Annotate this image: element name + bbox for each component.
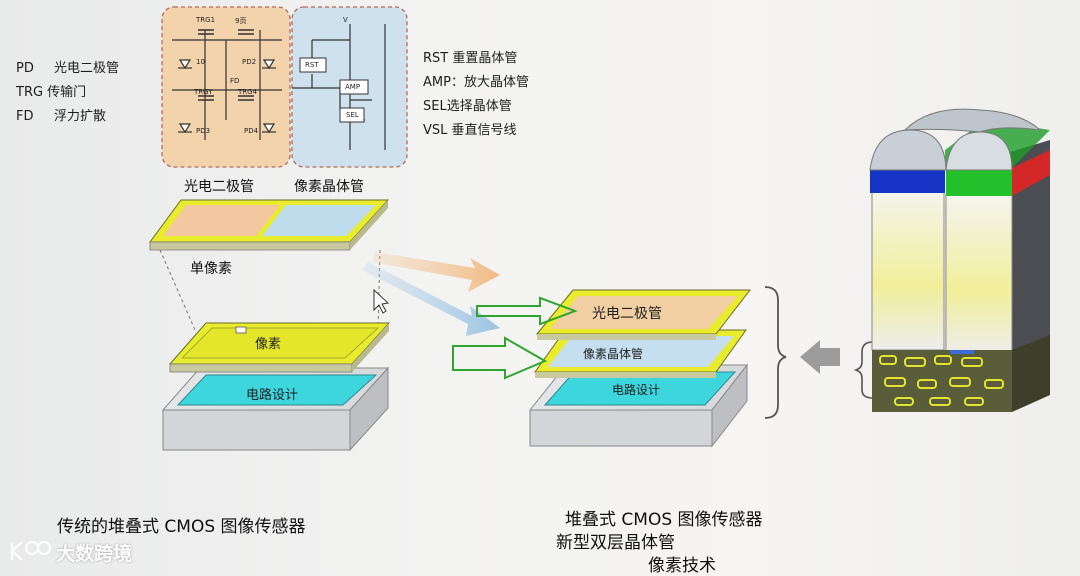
circuit-label-pd3: PD3 — [196, 127, 211, 135]
circuit-label-9: 9页 — [235, 17, 247, 25]
watermark-text: 大数跨境 — [56, 543, 133, 565]
gray-arrow — [800, 340, 840, 374]
circuit-label-trg1: TRG1 — [196, 16, 216, 24]
left-pixel-label: 像素 — [255, 337, 282, 352]
circuit-label-amp: AMP — [345, 83, 361, 91]
right-caption-line2: 新型双层晶体管 — [556, 533, 675, 553]
watermark-logo-icon — [11, 541, 51, 561]
photodiode-panel-caption: 光电二极管 — [184, 179, 254, 195]
green-arrow-lower — [452, 336, 548, 380]
legend-vsl: VSL 垂直信号线 — [423, 123, 517, 138]
right-pixel-transistor-label: 像素晶体管 — [583, 347, 644, 361]
single-pixel-plate — [149, 199, 390, 251]
circuit-label-pd2: PD2 — [242, 58, 257, 66]
circuit-label-sel: SEL — [346, 111, 359, 119]
mouse-cursor-icon — [373, 288, 390, 314]
legend-sel: SEL选择晶体管 — [423, 99, 512, 114]
circuit-label-trg4: TRG4 — [238, 88, 258, 96]
legend-amp: AMP：放大晶体管 — [423, 75, 529, 90]
right-photodiode-label: 光电二极管 — [592, 306, 662, 322]
green-arrow-upper — [476, 296, 578, 326]
legend-fd: FD 浮力扩散 — [16, 105, 106, 124]
sensor-pixel-render — [869, 108, 1050, 412]
legend-fd-text: 浮力扩散 — [54, 109, 107, 124]
right-caption-line3: 像素技术 — [648, 556, 716, 576]
circuit-label-pd4: PD4 — [244, 127, 259, 135]
left-stack — [161, 322, 391, 452]
legend-fd-abbr: FD — [16, 109, 34, 124]
circuit-label-trgy: TRGY — [194, 88, 213, 96]
legend-pd: PD 光电二极管 — [16, 57, 119, 76]
legend-pd-abbr: PD — [16, 61, 34, 76]
single-pixel-label: 单像素 — [190, 261, 232, 277]
right-caption-line1: 堆叠式 CMOS 图像传感器 — [565, 510, 763, 530]
right-circuit-label: 电路设计 — [612, 383, 661, 397]
pixel-transistor-panel-caption: 像素晶体管 — [294, 179, 364, 195]
legend-rst: RST 重置晶体管 — [423, 51, 518, 66]
circuit-label-10: 10 — [196, 58, 205, 66]
left-caption: 传统的堆叠式 CMOS 图像传感器 — [57, 517, 306, 537]
photodiode-circuit-panel — [161, 6, 291, 168]
legend-pd-text: 光电二极管 — [54, 61, 120, 76]
legend-trg-text: 传输门 — [47, 85, 87, 100]
legend-trg-abbr: TRG — [16, 85, 44, 100]
circuit-label-rst: RST — [305, 61, 319, 69]
pixel-transistor-circuit-panel — [291, 6, 408, 168]
circuit-label-v: V — [343, 16, 348, 24]
left-circuit-label: 电路设计 — [246, 388, 299, 403]
circuit-label-fd: FD — [230, 77, 240, 85]
right-stack — [528, 289, 752, 448]
